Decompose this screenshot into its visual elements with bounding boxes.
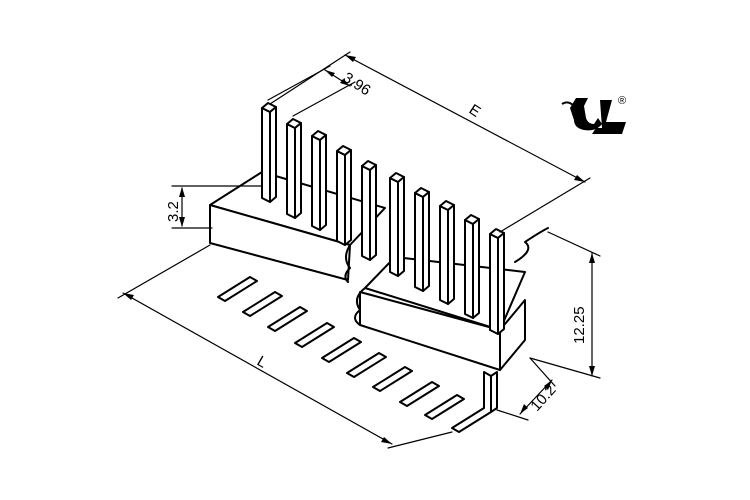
pin (361, 160, 377, 261)
pin (464, 214, 480, 319)
dim-pitch-label: 3.96 (340, 69, 374, 99)
pin (261, 102, 277, 203)
pin (489, 228, 505, 335)
ul-logo (561, 98, 626, 134)
pin (311, 130, 327, 231)
dim-l-label: L (254, 353, 270, 372)
dim-e-label: E (466, 101, 484, 121)
tails (217, 276, 498, 433)
pins-right (389, 172, 505, 335)
ul-logo-u-icon (570, 98, 602, 131)
pin (336, 145, 352, 246)
dim-depth-label: 10.2 (527, 382, 559, 415)
dim-height-above: 3.2 (165, 185, 263, 229)
ul-logo-l-icon (592, 100, 626, 134)
registered-mark: ® (618, 95, 626, 107)
dim-e: E (269, 51, 591, 233)
pin (439, 200, 455, 305)
dim-height-total: 12.25 (529, 231, 601, 379)
pins-left (261, 102, 377, 261)
dim-height-above-label: 3.2 (165, 201, 182, 222)
dim-height-total-label: 12.25 (571, 306, 588, 344)
pin (389, 172, 405, 277)
pin (286, 118, 302, 219)
dim-pitch: 3.96 (267, 65, 374, 117)
dim-depth: 10.2 (496, 357, 560, 421)
pin (414, 187, 430, 292)
